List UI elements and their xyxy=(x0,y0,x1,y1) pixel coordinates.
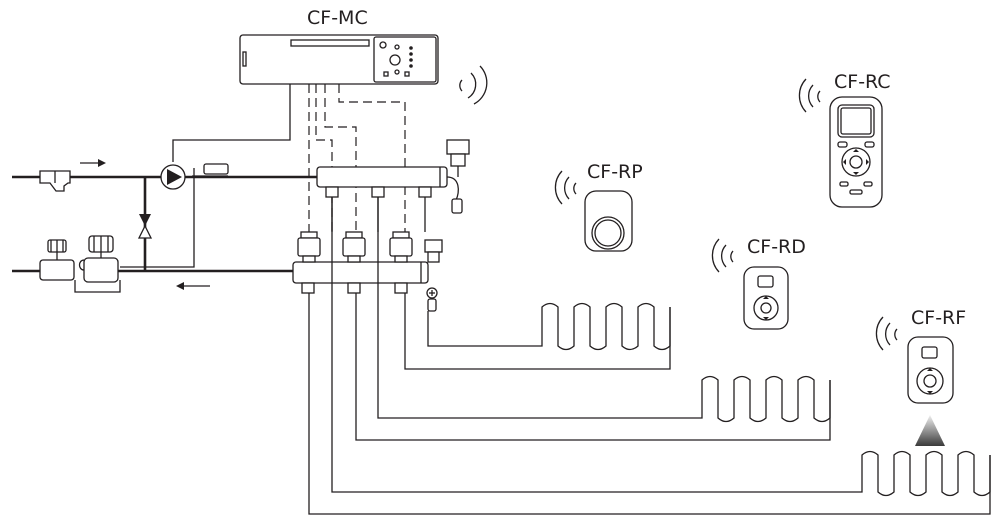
master-controller-unit xyxy=(239,34,439,85)
pump-icon xyxy=(160,163,229,190)
room-thermostat-rf xyxy=(907,336,954,404)
heating-loop-2 xyxy=(355,197,831,441)
rd-wireless-signal-icon xyxy=(711,238,734,273)
supply-manifold xyxy=(316,166,463,214)
heating-loop-3 xyxy=(308,197,991,515)
return-flow-arrow-icon xyxy=(176,282,210,290)
room-thermostat-rd xyxy=(743,266,789,330)
differential-valve-icon xyxy=(78,235,119,283)
room-thermostat-rp xyxy=(584,190,633,252)
bypass-check-valve-icon xyxy=(137,214,153,239)
supply-air-vent-icon xyxy=(446,139,470,177)
master-wireless-signal-icon xyxy=(459,65,488,105)
thermal-actuator-icon xyxy=(297,231,413,263)
balancing-valve-icon xyxy=(39,239,75,281)
return-air-vent-icon xyxy=(424,239,443,263)
rc-thermostat-label: CF-RC xyxy=(834,71,891,93)
controller-wiring xyxy=(172,84,406,232)
rp-wireless-signal-icon xyxy=(554,170,577,205)
heating-loop-1 xyxy=(404,293,671,370)
remote-controller-rc xyxy=(829,96,883,208)
master-controller-label: CF-MC xyxy=(307,7,368,29)
rc-wireless-signal-icon xyxy=(798,78,821,113)
strainer-filter-icon xyxy=(39,170,71,192)
rp-thermostat-label: CF-RP xyxy=(587,161,643,183)
floor-temperature-sensor-icon xyxy=(915,415,945,446)
rf-thermostat-label: CF-RF xyxy=(911,307,967,329)
rf-wireless-signal-icon xyxy=(875,316,898,351)
return-manifold xyxy=(292,261,438,312)
rd-thermostat-label: CF-RD xyxy=(747,236,806,258)
supply-flow-arrow-icon xyxy=(80,159,106,167)
